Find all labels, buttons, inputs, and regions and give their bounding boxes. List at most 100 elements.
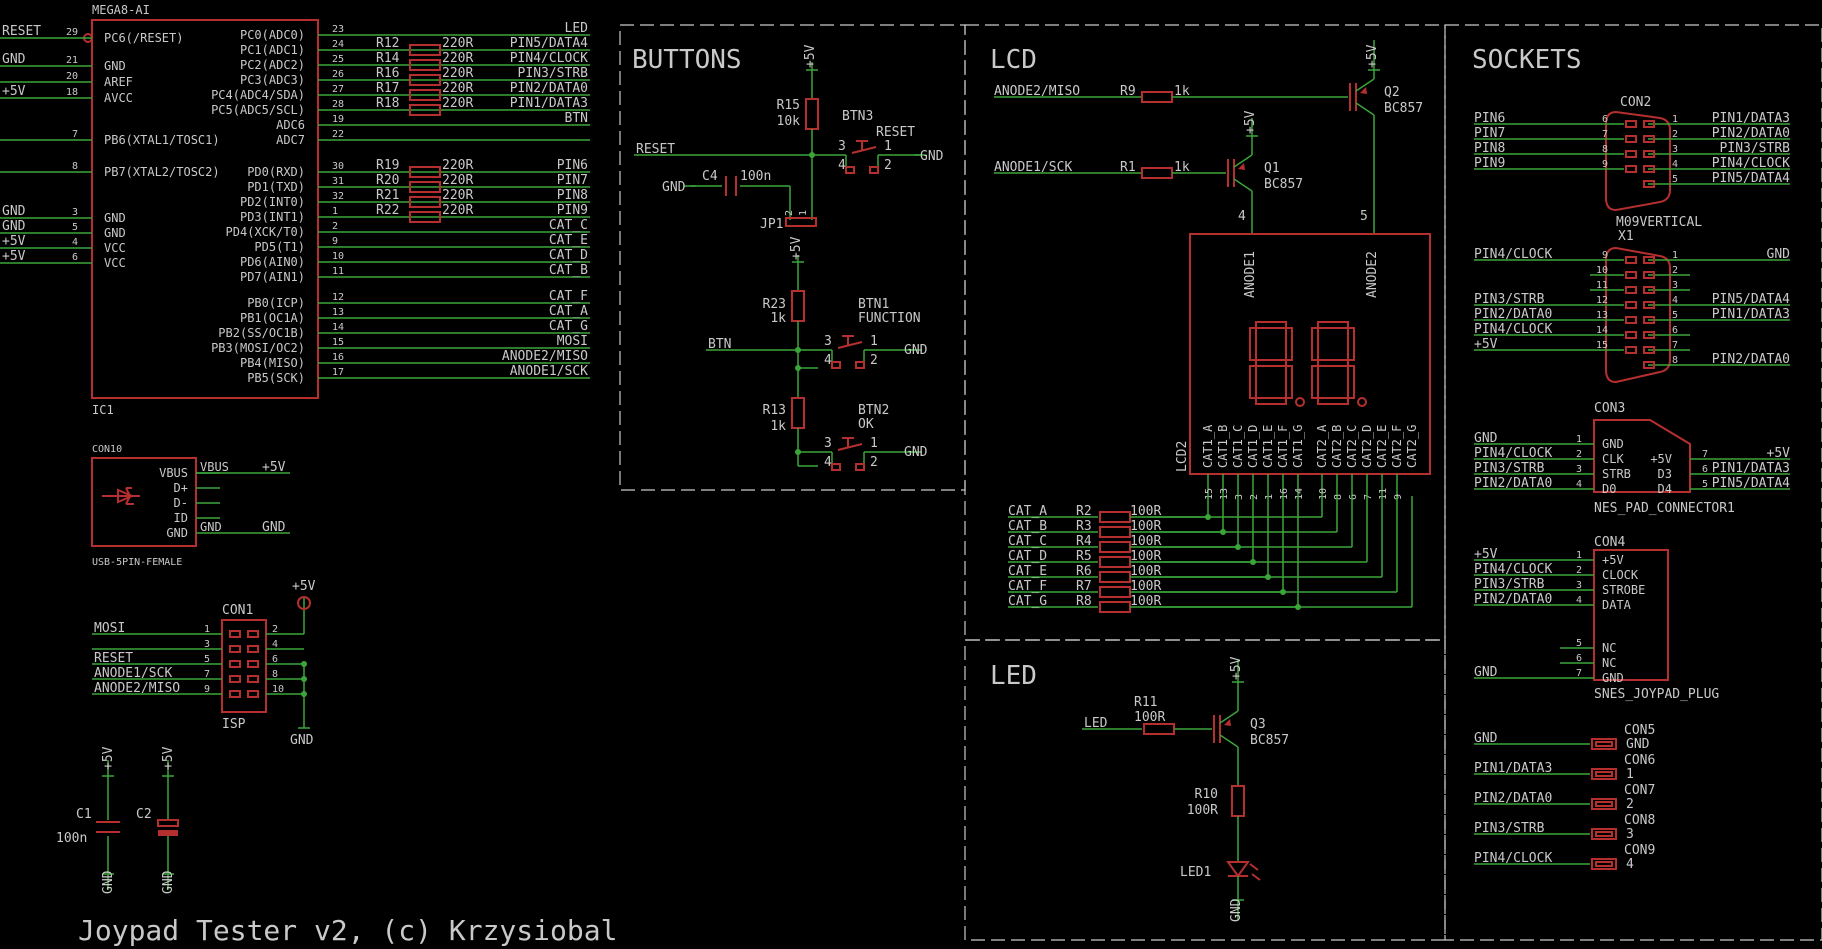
ic1-pin-number: 24	[332, 39, 344, 50]
nes-pin: 3	[1576, 464, 1582, 475]
q2-ref: Q2	[1384, 85, 1400, 100]
cat-resistor-body	[1099, 526, 1131, 538]
ic1-pin-number: 8	[72, 161, 78, 172]
q2-collector	[1355, 102, 1375, 116]
ic1-pin-number: 4	[72, 237, 78, 248]
single-pin-body	[1591, 858, 1617, 870]
anode1-pin: 4	[1238, 209, 1246, 224]
net-label: MOSI	[557, 334, 588, 349]
cat-net-label: CAT_E	[1008, 564, 1047, 579]
r1-ref: R1	[1120, 160, 1136, 175]
nes-net: PIN2/DATA0	[1474, 476, 1552, 491]
r11-body	[1143, 723, 1175, 735]
usb-gnd-label: GND	[200, 520, 222, 534]
ic1-pin-label: PD3(INT1)	[240, 210, 305, 224]
con2-net: PIN5/DATA4	[1712, 171, 1790, 186]
ic1-pin-number: 18	[66, 87, 78, 98]
r13-value: 1k	[770, 419, 786, 434]
cat-resistor-body	[1099, 541, 1131, 553]
lcd-cathode-label: CAT1_F	[1276, 425, 1290, 468]
resistor-ref: R12	[376, 36, 399, 51]
snes-net: GND	[1474, 665, 1498, 680]
cap-supply-label: +5V	[101, 746, 116, 770]
jp1-ref: JP1	[760, 217, 783, 232]
led1-ref: LED1	[1180, 865, 1211, 880]
single-pin: 2	[1626, 797, 1634, 812]
usb-name: USB-5PIN-FEMALE	[92, 557, 182, 568]
ic1-pin-label: PB6(XTAL1/TOSC1)	[104, 133, 220, 147]
vcc-supply-symbol	[297, 596, 311, 610]
nes-signal: D3	[1658, 467, 1672, 481]
switch-pad	[845, 166, 855, 174]
nes-pin: 6	[1702, 464, 1708, 475]
lcd-cathode-label: CAT1_A	[1201, 424, 1215, 468]
nes-ref: CON3	[1594, 401, 1625, 416]
ic1-pin-number: 16	[332, 352, 344, 363]
x1-pad	[1625, 256, 1637, 264]
isp-pin-number: 8	[272, 669, 278, 680]
c4-value: 100n	[740, 169, 771, 184]
con2-pad	[1625, 135, 1637, 143]
lcd-cathode-label: CAT1_D	[1246, 425, 1260, 468]
seven-seg-segment	[1311, 365, 1319, 399]
net-label: PIN4/CLOCK	[510, 51, 588, 66]
snes-pin: 4	[1576, 595, 1582, 606]
switch-pin-number: 4	[824, 353, 832, 368]
ic1-body	[91, 19, 319, 399]
con2-pin: 6	[1602, 114, 1608, 125]
ic1-pin-number: 17	[332, 367, 344, 378]
r13-ref: R13	[763, 403, 786, 418]
ic1-name: MEGA8-AI	[92, 3, 150, 17]
lcd-anode2-label: ANODE2	[1365, 251, 1380, 298]
x1-body	[1605, 246, 1671, 384]
lcd-pin-number: 8	[1333, 494, 1344, 500]
lcd-pin-number: 11	[1378, 488, 1389, 500]
snes-ref: CON4	[1594, 535, 1625, 550]
nes-pin: 7	[1702, 449, 1708, 460]
ic1-pin-number: 15	[332, 337, 344, 348]
q3-collector	[1219, 734, 1239, 748]
ic1-net-label: GND	[2, 52, 26, 67]
ic1-net-label: +5V	[2, 249, 26, 264]
isp-pin-number: 4	[272, 639, 278, 650]
single-ref: CON5	[1624, 723, 1655, 738]
single-pin-body	[1591, 738, 1617, 750]
junction-dot	[301, 691, 307, 697]
x1-pad	[1625, 331, 1637, 339]
r13-body	[791, 397, 805, 429]
series-resistor	[409, 44, 441, 56]
cat-net-label: CAT_A	[1008, 504, 1047, 519]
net-label: PIN7	[557, 173, 588, 188]
x1-net: PIN2/DATA0	[1712, 352, 1790, 367]
ic1-pin-label: PB0(ICP)	[247, 296, 305, 310]
ic1-pin-label: PC0(ADC0)	[240, 28, 305, 42]
isp-net-label: MOSI	[94, 621, 125, 636]
con2-pin: 9	[1602, 159, 1608, 170]
con2-pin: 2	[1672, 129, 1678, 140]
ic1-pin-label: PD5(T1)	[254, 240, 305, 254]
nes-net: PIN4/CLOCK	[1474, 446, 1552, 461]
isp-pin-pad	[229, 630, 241, 638]
net-label: ANODE2/MISO	[502, 349, 588, 364]
junction-dot	[301, 676, 307, 682]
lcd-pin-number: 13	[1219, 488, 1230, 500]
ic1-pin-label: PC5(ADC5/SCL)	[211, 103, 305, 117]
cat-resistor-value: 100R	[1130, 504, 1161, 519]
single-pin-body	[1591, 798, 1617, 810]
ic1-pin-label: PC3(ADC3)	[240, 73, 305, 87]
snes-pin: 7	[1576, 668, 1582, 679]
supply-label: +5V	[803, 44, 818, 68]
usb-body	[91, 457, 197, 547]
net-label: BTN	[565, 111, 588, 126]
x1-net: +5V	[1474, 337, 1498, 352]
x1-pad	[1643, 361, 1655, 369]
ic1-pin-number: 20	[66, 71, 78, 82]
junction-dot	[795, 347, 801, 353]
snes-net: PIN2/DATA0	[1474, 592, 1552, 607]
nes-pin: 1	[1576, 434, 1582, 445]
q1-value: BC857	[1264, 177, 1303, 192]
cat-net-label: CAT_G	[1008, 594, 1047, 609]
cat-net-label: CAT_B	[1008, 519, 1047, 534]
nes-pin: 5	[1702, 479, 1708, 490]
